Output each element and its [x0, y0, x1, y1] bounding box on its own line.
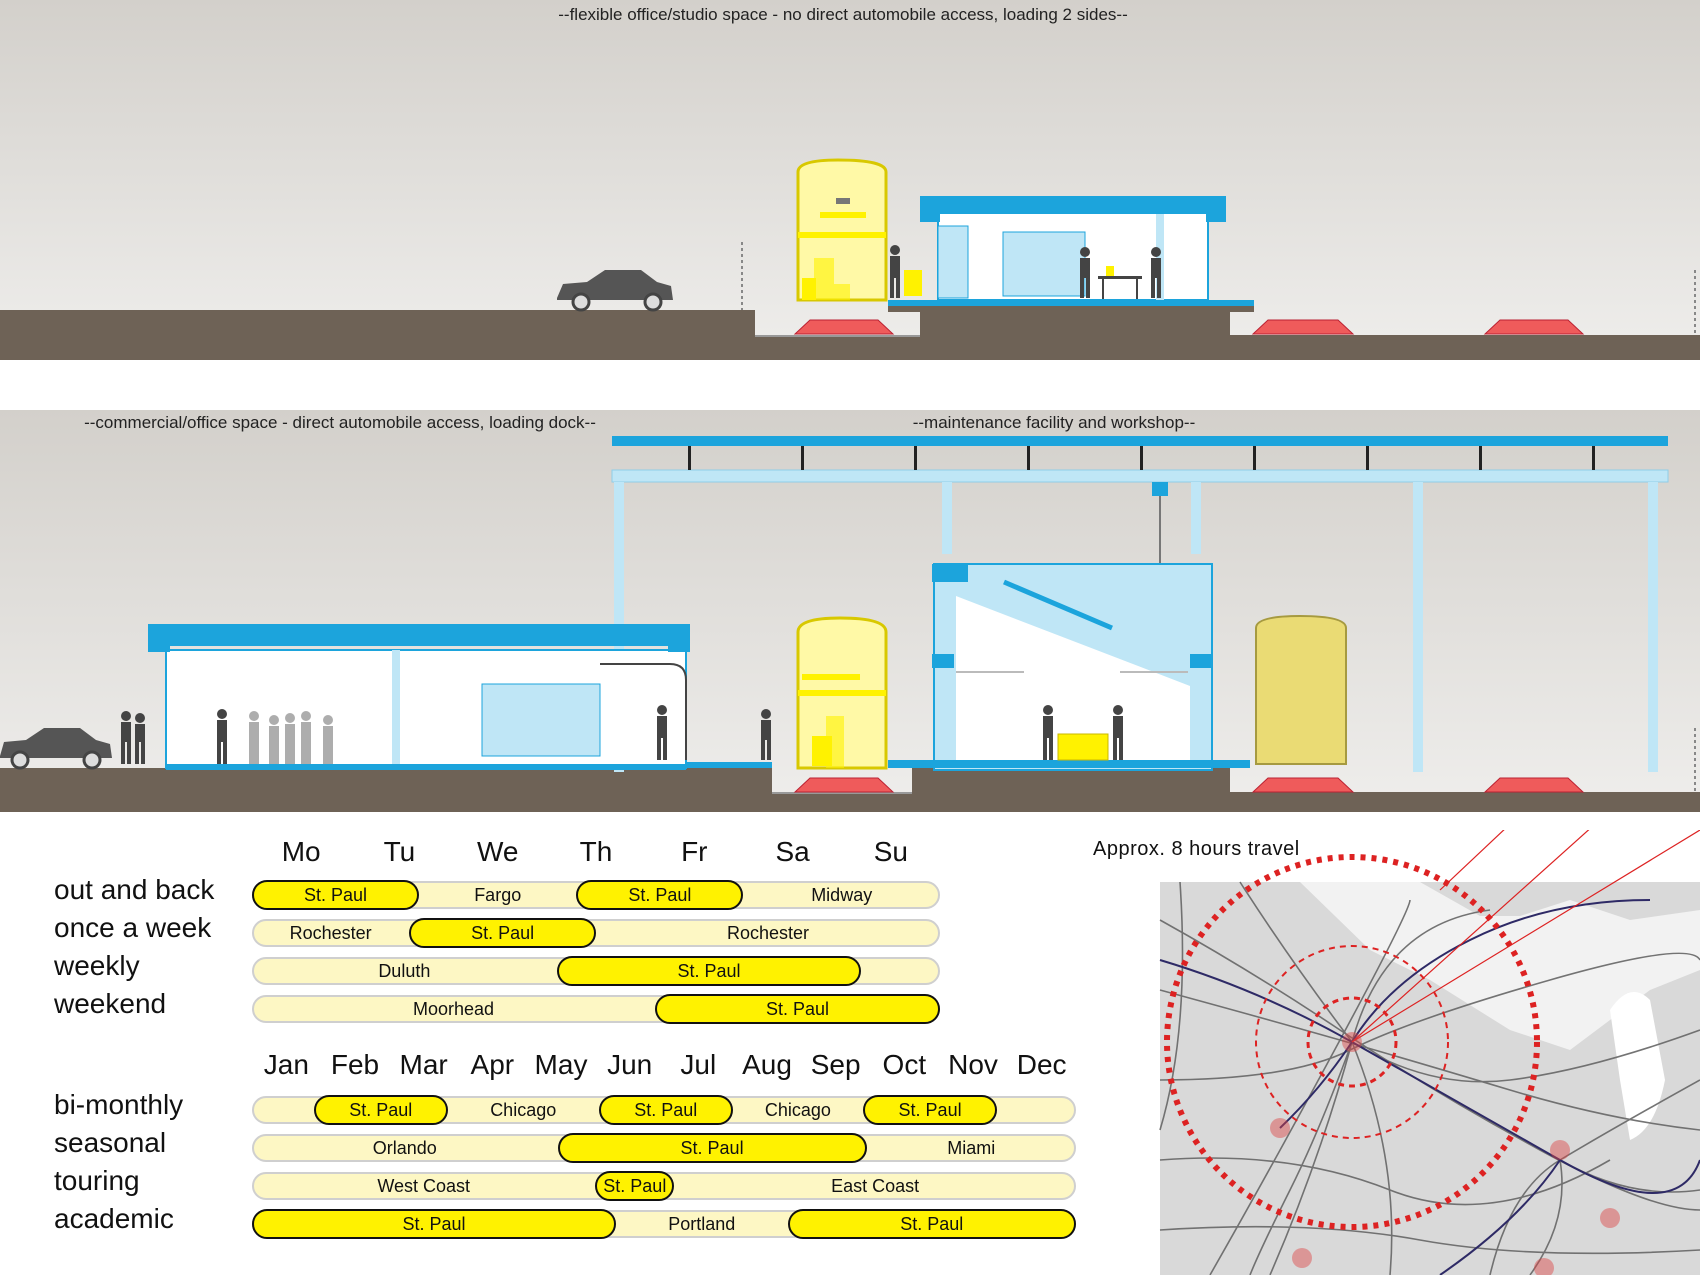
weekly-header-sa: Sa: [775, 836, 810, 867]
seasonal-header-jun: Jun: [607, 1049, 653, 1080]
section-bottom-drawing: --commercial/office space - direct autom…: [0, 410, 1700, 812]
commercial-building: [121, 624, 772, 770]
weekly-away-segment: [861, 956, 940, 986]
seasonal-away-segment: Orlando: [372, 1137, 437, 1158]
weekly-header-tu: Tu: [383, 836, 416, 867]
section-bottom-caption-right: --maintenance facility and workshop--: [913, 413, 1196, 432]
weekly-home-segment: St. Paul: [252, 880, 420, 910]
seasonal-row-label: academic: [54, 1203, 174, 1234]
seasonal-home-segment: St. Paul: [557, 1133, 867, 1163]
weekly-track: [252, 919, 940, 947]
weekly-row-label: weekend: [54, 988, 167, 1019]
seasonal-header-dec: Dec: [1016, 1049, 1067, 1080]
weekly-header-su: Su: [873, 836, 908, 867]
seasonal-row-label: bi-monthly: [54, 1089, 184, 1120]
weekly-away-segment: Rochester: [289, 922, 372, 943]
workshop-building: [888, 563, 1250, 771]
weekly-header-mo: Mo: [281, 836, 321, 867]
weekly-header-we: We: [476, 836, 519, 867]
office-module: [888, 196, 1254, 312]
seasonal-away-segment: East Coast: [831, 1175, 920, 1196]
seasonal-header-sep: Sep: [810, 1049, 861, 1080]
section-bottom-caption-left: --commercial/office space - direct autom…: [84, 413, 596, 432]
car-icon: [0, 728, 112, 770]
seasonal-row-label: seasonal: [54, 1127, 167, 1158]
car-icon: [557, 270, 673, 312]
seasonal-home-segment: St. Paul: [598, 1095, 733, 1125]
seasonal-home-segment: St. Paul: [252, 1209, 616, 1239]
seasonal-away-segment: Portland: [668, 1213, 736, 1234]
seasonal-home-segment: St. Paul: [863, 1095, 998, 1125]
weekly-home-segment: St. Paul: [576, 880, 744, 910]
section-top-drawing: --flexible office/studio space - no dire…: [0, 0, 1700, 360]
section-top: --flexible office/studio space - no dire…: [0, 0, 1700, 360]
seasonal-away-segment: [252, 1095, 314, 1125]
seasonal-header-aug: Aug: [742, 1049, 792, 1080]
seasonal-schedule: Jan Feb Mar Apr May Jun Jul Aug Sep Oct Nov Dec bi-m…: [0, 1045, 1100, 1275]
weekly-header-fr: Fr: [681, 836, 708, 867]
seasonal-home-segment: St. Paul: [313, 1095, 448, 1125]
weekly-away-segment: Rochester: [726, 922, 810, 943]
seasonal-away-segment: Chicago: [764, 1099, 831, 1120]
travel-map: [1159, 830, 1700, 1275]
weekly-row-label: out and back: [54, 874, 215, 905]
rail-icon: [793, 319, 1585, 335]
seasonal-home-segment: St. Paul: [787, 1209, 1076, 1239]
seasonal-header-nov: Nov: [948, 1049, 998, 1080]
seasonal-header-apr: Apr: [470, 1049, 515, 1080]
weekly-away-segment: Fargo: [474, 884, 522, 905]
seasonal-header-jul: Jul: [680, 1049, 717, 1080]
map-caption: Approx. 8 hours travel: [1093, 838, 1300, 860]
weekly-home-segment: St. Paul: [654, 994, 940, 1024]
weekly-header-th: Th: [579, 836, 613, 867]
section-bottom: --commercial/office space - direct autom…: [0, 410, 1700, 812]
seasonal-away-segment: West Coast: [377, 1175, 471, 1196]
weekly-away-segment: Duluth: [378, 960, 431, 981]
seasonal-header-mar: Mar: [399, 1049, 448, 1080]
seasonal-away-segment: [997, 1095, 1076, 1125]
seasonal-row-label: touring: [54, 1165, 140, 1196]
seasonal-away-segment: Miami: [947, 1137, 996, 1158]
weekly-away-segment: Midway: [811, 884, 873, 905]
weekly-row-label: once a week: [54, 912, 212, 943]
seasonal-header-feb: Feb: [330, 1049, 380, 1080]
seasonal-header-jan: Jan: [263, 1049, 309, 1080]
seasonal-away-segment: Chicago: [490, 1099, 557, 1120]
weekly-away-segment: Moorhead: [412, 998, 495, 1019]
seasonal-header-oct: Oct: [882, 1049, 927, 1080]
weekly-row-label: weekly: [54, 950, 140, 981]
seasonal-home-segment: St. Paul: [595, 1171, 675, 1201]
yellow-pod: [796, 616, 888, 770]
weekly-home-segment: St. Paul: [556, 956, 862, 986]
yellow-pod: [796, 158, 888, 302]
seasonal-header-may: May: [534, 1049, 588, 1080]
weekly-home-segment: St. Paul: [409, 918, 596, 948]
storage-tank: [1255, 614, 1347, 765]
section-top-caption: --flexible office/studio space - no dire…: [558, 5, 1127, 24]
map-panel: Approx. 8 hours travel: [1090, 830, 1700, 1275]
